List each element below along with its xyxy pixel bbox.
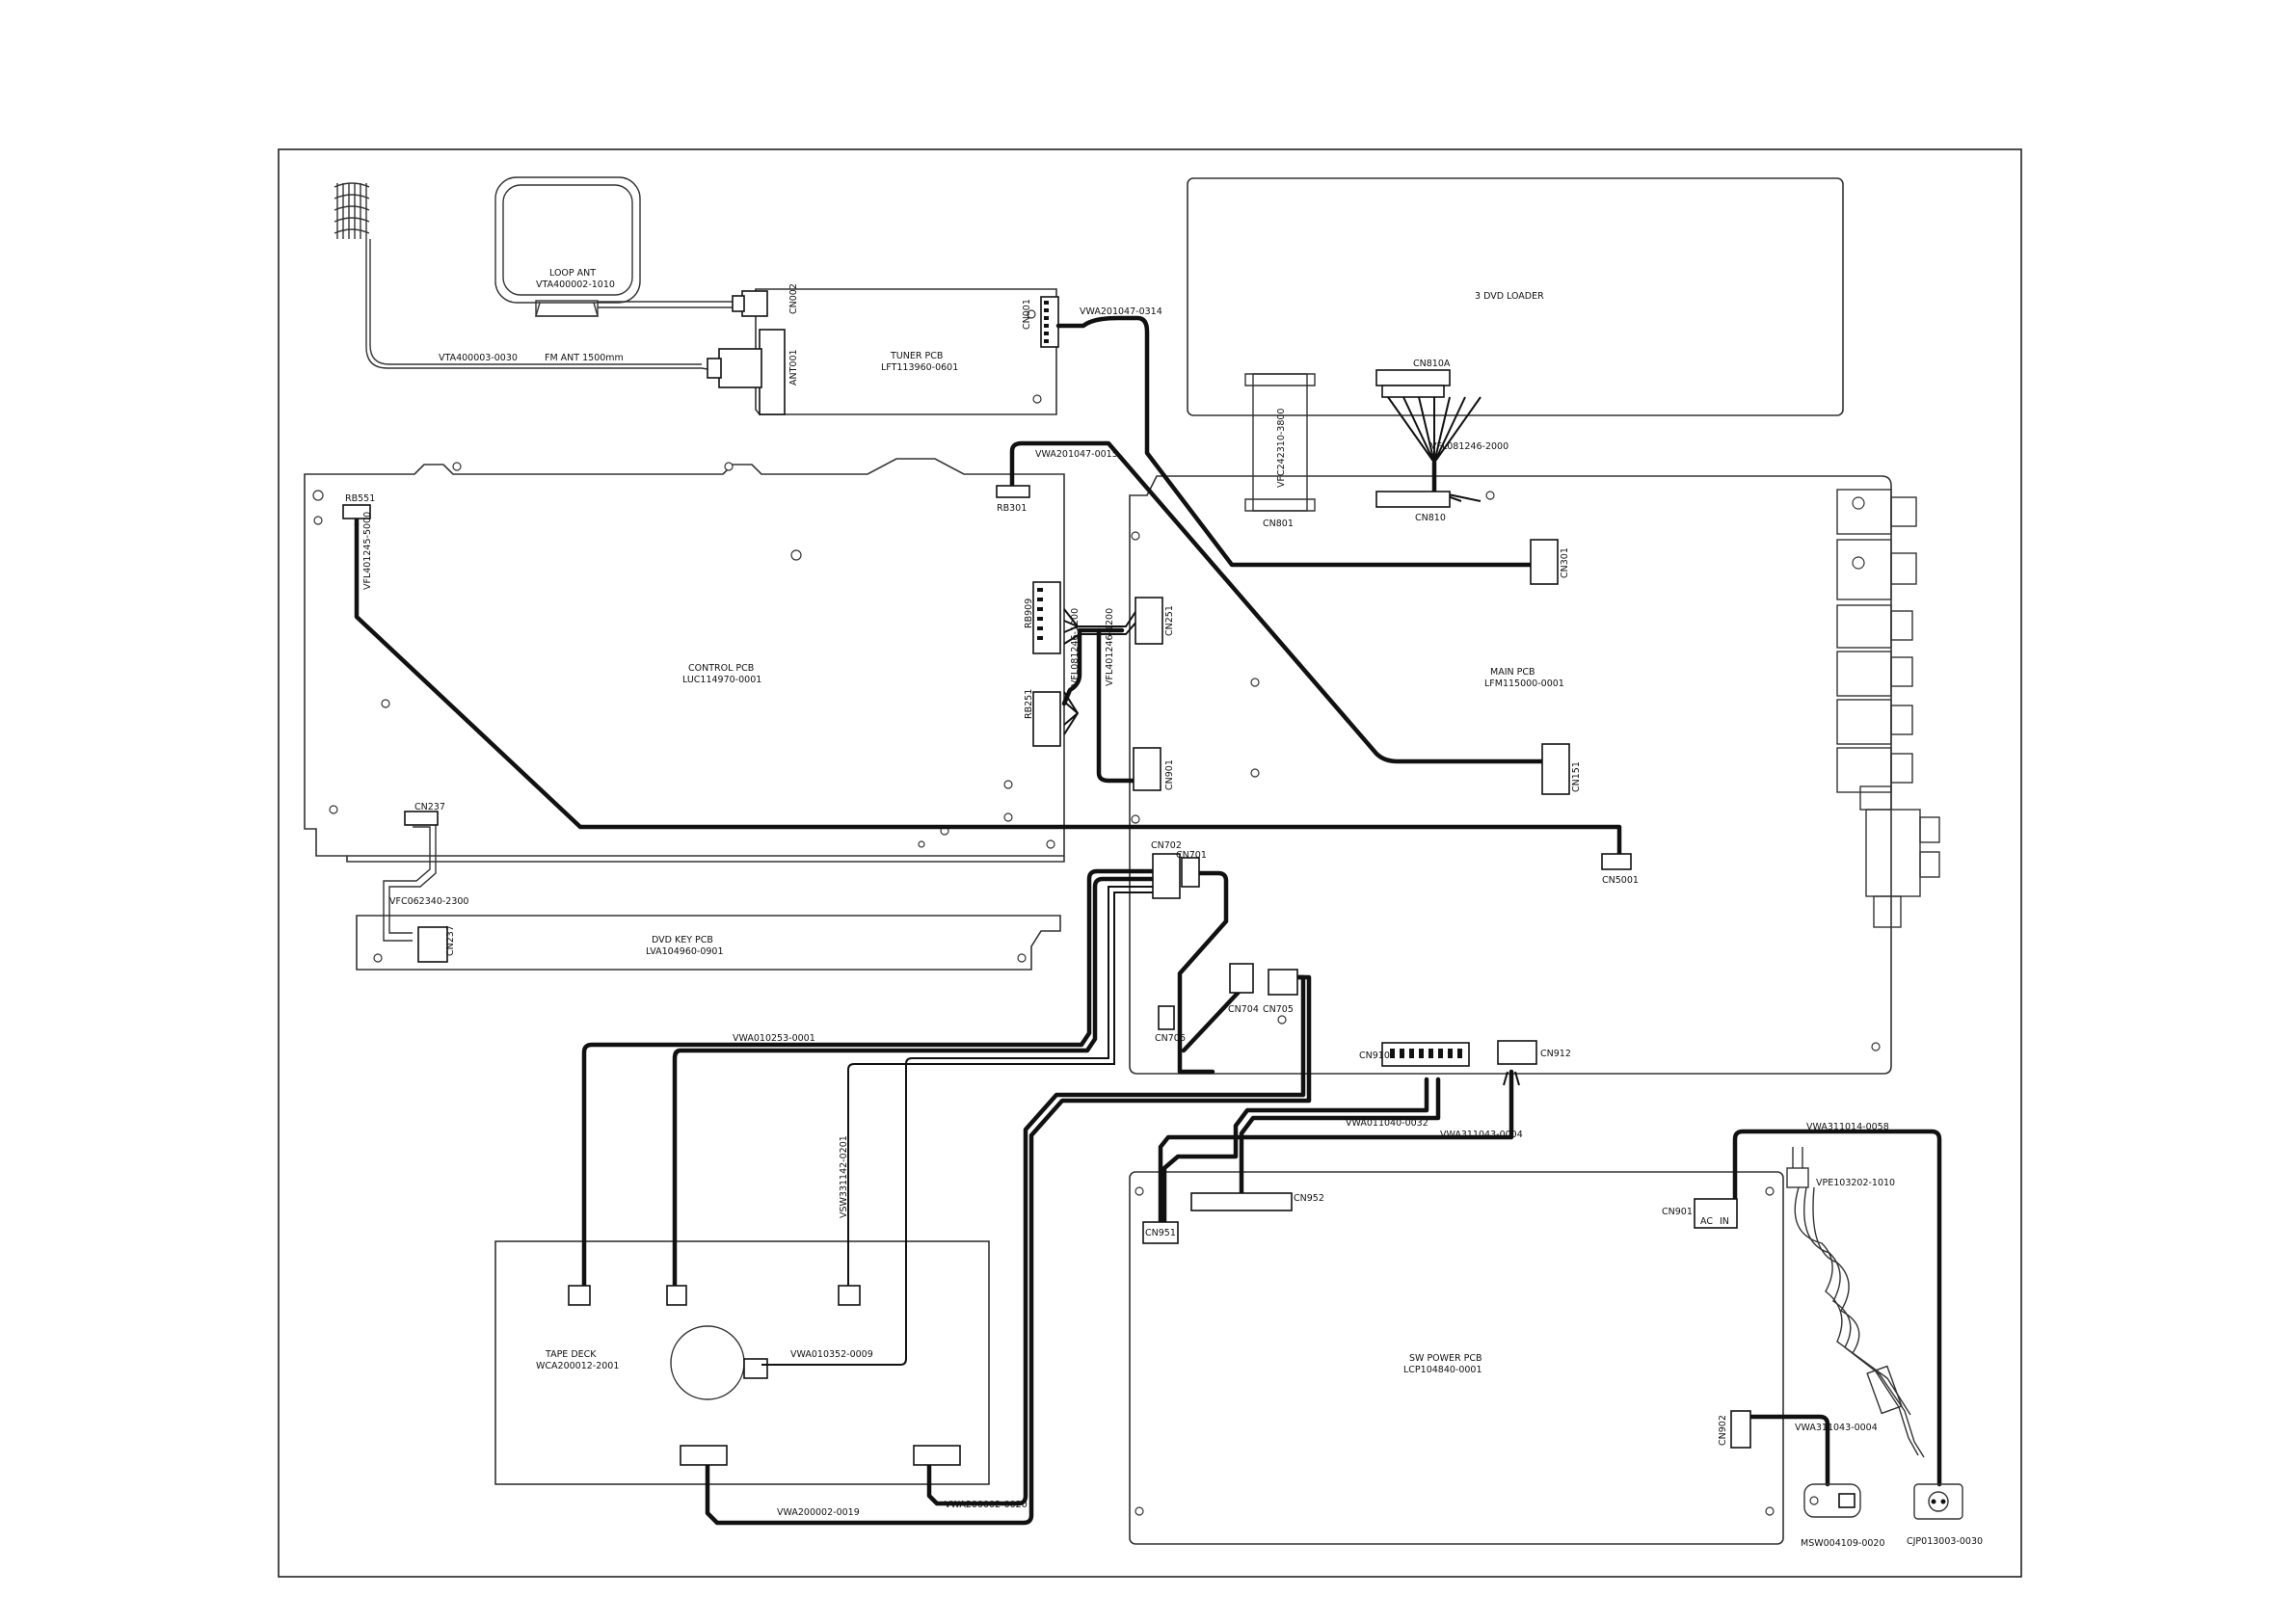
cn902-label: CN902 [1718,1415,1728,1446]
cn237-label: CN237 [445,925,456,956]
loop-antenna-part: VTA400002-1010 [536,279,615,290]
ac-inlet-label: CJP013003-0030 [1907,1536,1983,1547]
control-pcb-part: LUC114970-0001 [682,675,761,685]
sw-power-pcb-name: SW POWER PCB [1409,1353,1482,1364]
rear-jack-panel [1836,489,1940,928]
dvd-loader [1187,177,1844,416]
cn801-label: CN801 [1263,519,1294,529]
cn901-label: CN901 [1662,1207,1693,1217]
cn237-top-label: CN237 [414,802,445,812]
w-tape-head2-label: VWA200002-0020 [945,1500,1028,1510]
cn810a-label: CN810A [1413,359,1451,369]
tape-deck-part: WCA200012-2001 [536,1361,619,1371]
rb301-label: RB301 [997,503,1027,514]
tape-deck-name: TAPE DECK [545,1349,597,1360]
main-pcb [1129,475,1892,1075]
cn001-label: CN001 [1022,299,1032,330]
cn5001-label: CN5001 [1602,875,1639,886]
tuner-pcb-name: TUNER PCB [890,351,943,361]
fm-antenna-desc: FM ANT 1500mm [545,353,624,363]
ac-label: AC [1700,1216,1713,1227]
cn951-label: CN951 [1145,1228,1176,1238]
cn912-label: CN912 [1540,1049,1571,1059]
rb251-label: RB251 [1024,689,1034,719]
connectors [342,485,1751,1466]
w-rb551-label: VFL401245-5000 [362,512,373,590]
cn702-label: CN702 [1151,840,1182,851]
dvd-key-pcb [356,915,1061,971]
ac-inlet [1913,1483,1963,1520]
cn910-label: CN910 [1359,1051,1390,1061]
w-tape1-label: VWA010253-0001 [733,1033,815,1044]
cn151-label: CN151 [1571,761,1582,792]
cn701-label: CN701 [1176,850,1207,861]
w-loader-fl-label: VFL081246-2000 [1430,441,1508,452]
dvd-key-pcb-part: LVA104960-0901 [646,946,724,957]
cable-labels: VWA201047-0314 VWA201047-0015 VFC242310-… [362,306,1983,1549]
tuner-pcb [707,288,1059,415]
switch-label: MSW004109-0020 [1801,1538,1885,1549]
diagram-frame [278,148,2022,1578]
control-pcb [304,458,1065,863]
w-rb909-label: VFL081246-1200 [1070,608,1081,686]
loop-antenna [494,176,733,317]
power-cord [1786,1147,1925,1458]
w-rb251-label: VFL401246-1200 [1105,608,1115,686]
w-tuner-main-label: VWA201047-0314 [1080,306,1162,317]
dvd-key-pcb-name: DVD KEY PCB [652,935,713,945]
w-power1-label: VWA011040-0032 [1346,1118,1428,1129]
cn952-label: CN952 [1294,1193,1324,1204]
w-key-flat-label: VFC062340-2300 [389,896,468,907]
w-motor-label: VWA010352-0009 [790,1349,873,1360]
power-cord-label: VPE103202-1010 [1816,1178,1895,1188]
cn706-label: CN706 [1155,1033,1186,1044]
connector-labels: RB551 RB301 RB909 RB251 CN810 CN801 CN30… [345,493,1729,1446]
w-cn902-label: VWA311043-0004 [1795,1423,1878,1433]
cn251-label: CN251 [1164,605,1175,636]
w-tape-vert-label: VSW331142-0201 [839,1135,849,1218]
main-pcb-name: MAIN PCB [1490,667,1535,678]
rb551-label: RB551 [345,493,375,504]
dvd-loader-name: 3 DVD LOADER [1475,291,1544,302]
w-tape-head1-label: VWA200002-0019 [777,1507,860,1518]
cn301-label: CN301 [1560,547,1570,578]
cn810-label: CN810 [1415,513,1446,523]
in-label: IN [1720,1216,1729,1227]
sw-power-pcb-part: LCP104840-0001 [1403,1365,1482,1375]
w-rb301-label: VWA201047-0015 [1035,449,1118,460]
cn901-main-label: CN901 [1164,759,1175,790]
rb909-label: RB909 [1024,599,1034,628]
w-ac-label: VWA311014-0058 [1806,1122,1889,1132]
tuner-pcb-part: LFT113960-0601 [881,362,958,373]
fm-antenna [334,182,714,371]
power-switch [1803,1483,1861,1518]
main-pcb-part: LFM115000-0001 [1484,678,1564,689]
fm-antenna-part: VTA400003-0030 [439,353,518,363]
cn810a-connector [1375,369,1451,398]
cn002-label: CN002 [788,283,799,314]
loop-antenna-name: LOOP ANT [549,268,596,279]
w-power2-label: VWA311043-0004 [1440,1130,1523,1140]
cn704-label: CN704 [1228,1004,1259,1015]
cn705-label: CN705 [1263,1004,1294,1015]
w-loader-flat-label: VFC242310-3800 [1276,409,1287,488]
ant001-label: ANT001 [788,349,799,386]
sw-power-pcb [1129,1171,1784,1545]
control-pcb-name: CONTROL PCB [688,663,754,674]
